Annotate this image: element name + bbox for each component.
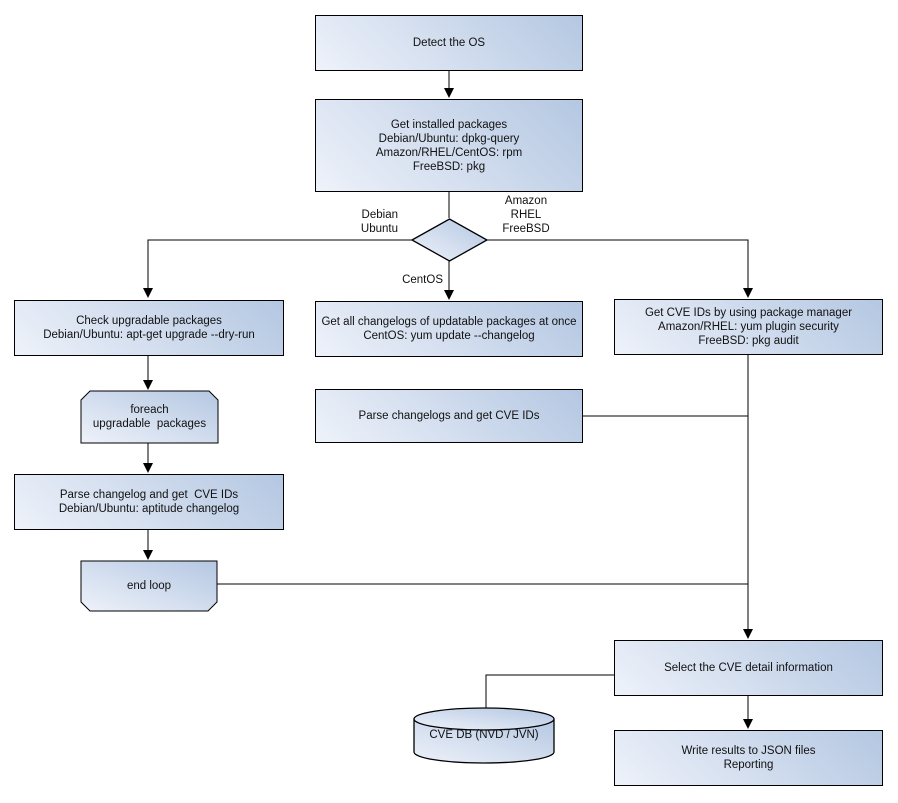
node-get-changelogs-centos: Get all changelogs of updatable packages…: [315, 301, 583, 357]
node-get-cve-ids-pkg-manager: Get CVE IDs by using package manager Ama…: [614, 299, 883, 355]
cve-db-label: CVE DB (NVD / JVN): [429, 729, 539, 741]
foreach-loop-shape: [80, 390, 219, 444]
node-detect-os: Detect the OS: [315, 15, 583, 71]
node-check-upgradable-packages: Check upgradable packages Debian/Ubuntu:…: [14, 300, 284, 356]
end-loop-shape: [80, 560, 218, 612]
edge-cvedb-to-select: [485, 674, 614, 708]
branch-label-centos: CentOS: [402, 274, 443, 286]
node-parse-changelogs-centos: Parse changelogs and get CVE IDs: [315, 389, 583, 443]
end-loop-label: end loop: [126, 580, 172, 592]
foreach-loop-label: foreach upgradable packages: [92, 404, 207, 430]
edge-decision-to-check-upgradable: [143, 239, 412, 298]
node-write-results: Write results to JSON files Reporting: [614, 730, 883, 786]
cve-db-cylinder-top: [413, 707, 555, 731]
edge-decision-to-get-cve-ids: [487, 239, 753, 298]
node-get-installed-packages: Get installed packages Debian/Ubuntu: dp…: [315, 99, 583, 192]
branch-label-debian-ubuntu: Debian Ubuntu: [360, 209, 398, 235]
os-decision-diamond: [410, 218, 489, 262]
node-select-cve-detail: Select the CVE detail information: [614, 640, 883, 696]
node-parse-changelog-debian: Parse changelog and get CVE IDs Debian/U…: [14, 474, 284, 530]
cve-db-cylinder-body: [413, 719, 555, 764]
branch-label-amazon-rhel-freebsd: Amazon RHEL FreeBSD: [502, 195, 550, 235]
